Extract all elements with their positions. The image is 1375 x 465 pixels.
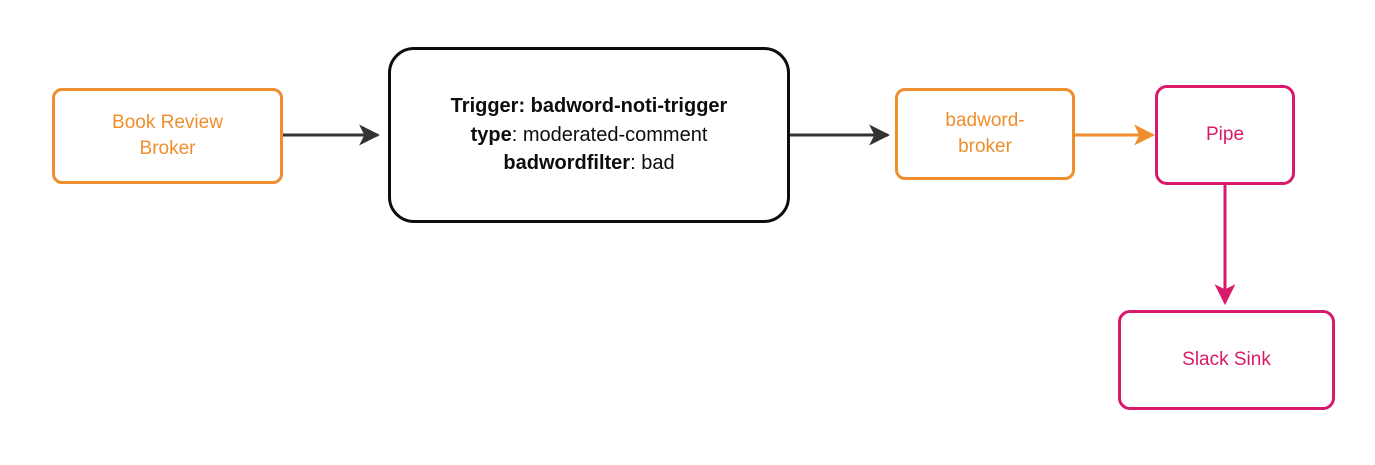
trigger-badwordfilter-sep: :: [630, 152, 642, 175]
trigger-line-badwordfilter: badwordfilter: bad: [409, 149, 769, 177]
node-book-review-broker[interactable]: Book Review Broker: [52, 88, 283, 184]
edge-broker-to-trigger: [283, 120, 393, 150]
node-badword-broker-label: badword- broker: [945, 110, 1025, 157]
trigger-type-sep: :: [511, 123, 523, 146]
node-pipe[interactable]: Pipe: [1155, 85, 1295, 185]
node-pipe-label: Pipe: [1205, 124, 1245, 146]
node-slack-sink-label: Slack Sink: [1182, 349, 1271, 371]
edge-badword-broker-to-pipe: [1075, 120, 1165, 150]
trigger-line-type: type: moderated-comment: [409, 121, 769, 149]
trigger-badwordfilter-key: badwordfilter: [503, 152, 631, 175]
edge-pipe-to-slack-sink: [1210, 185, 1240, 315]
node-trigger[interactable]: Trigger: badword-noti-trigger type: mode…: [388, 47, 790, 223]
trigger-type-value: moderated-comment: [522, 123, 708, 146]
node-book-review-broker-label: Book Review Broker: [112, 112, 223, 159]
node-badword-broker[interactable]: badword- broker: [895, 88, 1075, 180]
node-slack-sink[interactable]: Slack Sink: [1118, 310, 1335, 410]
trigger-detail-list: Trigger: badword-noti-trigger type: mode…: [391, 92, 787, 177]
trigger-type-key: type: [470, 123, 512, 146]
trigger-line-name: Trigger: badword-noti-trigger: [450, 95, 728, 118]
trigger-badwordfilter-value: bad: [641, 152, 675, 175]
edge-trigger-to-badword-broker: [790, 120, 900, 150]
